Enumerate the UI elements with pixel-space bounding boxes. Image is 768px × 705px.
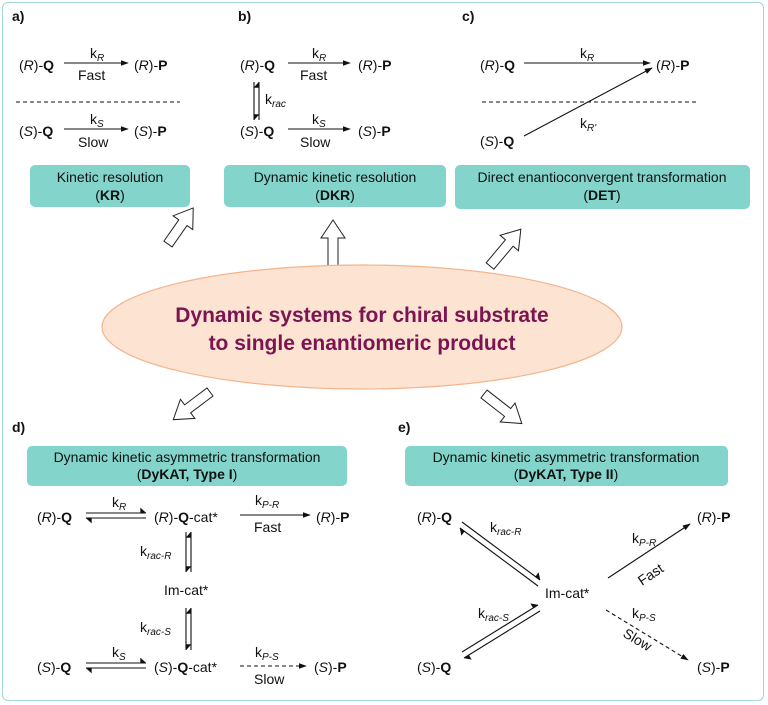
panel-e-kracs: krac-S (478, 605, 509, 624)
hollow-arrow-c (485, 228, 522, 270)
panel-b-rq: (R)-Q (240, 57, 275, 73)
panel-d-kr: kR (112, 494, 126, 513)
panel-c-box-line2: (DET) (583, 187, 620, 203)
hollow-arrow-e (480, 389, 523, 425)
panel-e-rq: (R)-Q (417, 509, 452, 525)
panel-e-box-line2: (DyKAT, Type II) (514, 466, 619, 482)
panel-b-sq: (S)-Q (240, 123, 274, 139)
panel-c-letter: c) (462, 8, 474, 24)
hollow-arrow-a (163, 207, 194, 248)
panel-d-im: Im-cat* (164, 582, 209, 598)
panel-d-kracs: krac-S (140, 619, 171, 638)
panel-e-fast: Fast (635, 560, 667, 589)
panel-d-rq: (R)-Q (37, 509, 72, 525)
panel-b-slow: Slow (300, 134, 331, 150)
panel-e-eq2-back (463, 610, 541, 660)
hollow-arrows (163, 207, 523, 425)
panel-a-sp: (S)-P (134, 123, 167, 139)
panel-d-box (27, 446, 347, 486)
center-title-line1: Dynamic systems for chiral substrate (175, 304, 549, 327)
panel-e-slow: Slow (620, 625, 655, 655)
panel-c-kr: kR (580, 45, 594, 64)
panel-b-fast: Fast (300, 67, 327, 83)
panel-a-box (30, 165, 190, 207)
panel-a-fast: Fast (78, 67, 105, 83)
panel-e-sp: (S)-P (697, 659, 730, 675)
panel-c-box-line1: Direct enantioconvergent transformation (477, 169, 726, 185)
panel-e-arrow-ps (605, 609, 689, 661)
panel-d-box-line1: Dynamic kinetic asymmetric transformatio… (54, 449, 321, 465)
panel-d-slow: Slow (254, 671, 285, 687)
panel-d-sp: (S)-P (314, 659, 347, 675)
hollow-arrow-d (172, 387, 214, 421)
panel-a-letter: a) (12, 8, 24, 24)
panel-b-rp: (R)-P (358, 57, 391, 73)
panel-c-rp: (R)-P (656, 57, 689, 73)
panel-d-kpr: kP-R (255, 492, 279, 511)
panel-e-arrow-pr (607, 523, 691, 579)
panel-e-kpr: kP-R (632, 530, 656, 549)
panel-b-box-line2: (DKR) (315, 187, 355, 203)
panel-e-sq: (S)-Q (417, 659, 451, 675)
panel-d-sqcat: (S)-Q-cat* (154, 659, 218, 675)
panel-d-box-line2: (DyKAT, Type I) (137, 466, 238, 482)
panel-d-sq: (S)-Q (37, 659, 71, 675)
panel-d-rqcat: (R)-Q-cat* (154, 509, 218, 525)
panel-d-letter: d) (12, 419, 25, 435)
panel-d-ks: kS (112, 644, 126, 663)
panel-a-rq: (R)-Q (19, 57, 54, 73)
panel-d-rp: (R)-P (316, 509, 349, 525)
panel-e-box-line1: Dynamic kinetic asymmetric transformatio… (433, 449, 700, 465)
panel-a-rp: (R)-P (134, 57, 167, 73)
panel-e-rp: (R)-P (697, 509, 730, 525)
panel-b-sp: (S)-P (358, 123, 391, 139)
panel-d-kps: kP-S (255, 644, 279, 663)
panel-a-box-line2: (KR) (95, 187, 125, 203)
center: Dynamic systems for chiral substrate to … (101, 264, 623, 390)
panel-b-box-line1: Dynamic kinetic resolution (254, 169, 417, 185)
center-title-line2: to single enantiomeric product (209, 332, 516, 355)
panel-a-sq: (S)-Q (19, 123, 53, 139)
panel-e-kps: kP-S (632, 605, 656, 624)
panel-a-box-line1: Kinetic resolution (57, 169, 164, 185)
panel-c-rq: (R)-Q (480, 57, 515, 73)
panel-e-eq1-fwd (461, 521, 541, 581)
panel-e-kracr: krac-R (490, 519, 521, 538)
panel-a-slow: Slow (78, 134, 109, 150)
panel-c-sq: (S)-Q (480, 133, 514, 149)
panel-c-arrow-s (523, 67, 653, 137)
center-ellipse (101, 264, 623, 390)
panel-b: b) (R)-Q kR Fast (R)-P krac (S)-Q kS Slo… (224, 8, 446, 207)
panel-e: e) Dynamic kinetic asymmetric transforma… (398, 419, 730, 675)
panel-a-kr: kR (90, 45, 104, 64)
panel-a: a) (R)-Q kR Fast (R)-P (S)-Q kS Slow (S)… (12, 8, 190, 207)
panel-b-letter: b) (238, 8, 251, 24)
panel-e-box (405, 446, 728, 486)
panel-d: d) Dynamic kinetic asymmetric transforma… (12, 419, 349, 687)
panel-b-ks: kS (312, 111, 326, 130)
panel-d-kracr: krac-R (140, 543, 171, 562)
panel-c: c) (R)-Q kR (R)-P (S)-Q kR' Direct enant… (455, 8, 750, 209)
panel-e-eq2-fwd (461, 603, 539, 653)
panel-a-ks: kS (90, 111, 104, 130)
panel-e-letter: e) (398, 419, 410, 435)
panel-b-krac: krac (265, 91, 286, 110)
hollow-arrow-b (320, 219, 346, 267)
panel-e-im: Im-cat* (545, 585, 590, 601)
panel-b-box (224, 165, 446, 207)
panel-b-kr: kR (312, 45, 326, 64)
panel-c-box (455, 165, 750, 209)
panel-d-fast: Fast (254, 519, 281, 535)
panel-e-eq1-back (459, 527, 539, 587)
panel-c-kr2: kR' (580, 115, 597, 134)
